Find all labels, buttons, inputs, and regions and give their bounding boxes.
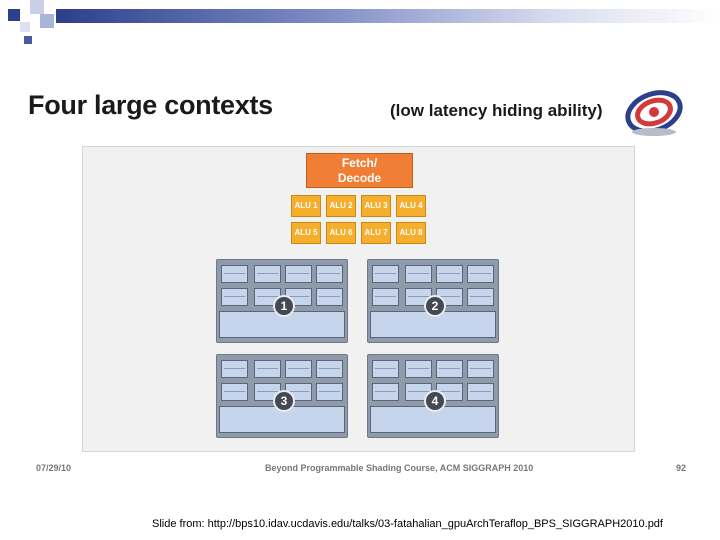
alu-block: ALU 7 (361, 222, 391, 244)
register-cell (467, 383, 494, 401)
corner-square-dark (24, 36, 32, 44)
register-cell (436, 360, 463, 378)
register-cell (221, 288, 248, 306)
context-block: 1 (216, 259, 348, 343)
register-cell (254, 265, 281, 283)
slide-title: Four large contexts (28, 90, 273, 120)
register-cell (221, 265, 248, 283)
alu-block: ALU 5 (291, 222, 321, 244)
register-cell (372, 360, 399, 378)
register-cell (285, 265, 312, 283)
alu-block: ALU 3 (361, 195, 391, 217)
register-cell (467, 265, 494, 283)
context-number: 4 (424, 390, 446, 412)
register-cell (316, 360, 343, 378)
corner-square-light (20, 22, 30, 32)
context-number: 2 (424, 295, 446, 317)
register-cell (467, 288, 494, 306)
context-number: 1 (273, 295, 295, 317)
alu-block: ALU 6 (326, 222, 356, 244)
fetch-decode-line1: Fetch/ (341, 156, 378, 170)
register-cell (372, 288, 399, 306)
register-cell (316, 383, 343, 401)
context-block: 2 (367, 259, 499, 343)
register-cell (372, 383, 399, 401)
fetch-decode-line2: Decode (337, 171, 382, 185)
register-cell (316, 265, 343, 283)
register-cell (405, 265, 432, 283)
source-citation: Slide from: http://bps10.idav.ucdavis.ed… (152, 518, 663, 530)
corner-square-light (40, 14, 54, 28)
register-cell (221, 383, 248, 401)
register-cell (254, 360, 281, 378)
corner-square-dark (8, 9, 20, 21)
corner-square-light (30, 0, 44, 14)
register-cell (221, 360, 248, 378)
alu-block: ALU 2 (326, 195, 356, 217)
context-number: 3 (273, 390, 295, 412)
alu-block: ALU 1 (291, 195, 321, 217)
fetch-decode-block: Fetch/ Decode (306, 153, 413, 188)
siggraph-logo-icon (625, 90, 683, 136)
slide-subtitle: (low latency hiding ability) (390, 101, 603, 120)
register-cell (285, 360, 312, 378)
context-block: 4 (367, 354, 499, 438)
footer-page-number: 92 (676, 463, 687, 473)
diagram-frame (82, 146, 635, 452)
footer-date: 07/29/10 (36, 463, 72, 473)
register-cell (405, 360, 432, 378)
register-cell (316, 288, 343, 306)
alu-block: ALU 4 (396, 195, 426, 217)
register-cell (467, 360, 494, 378)
footer-course: Beyond Programmable Shading Course, ACM … (265, 463, 534, 473)
alu-block: ALU 8 (396, 222, 426, 244)
register-cell (436, 265, 463, 283)
context-block: 3 (216, 354, 348, 438)
register-cell (372, 265, 399, 283)
header-bar (56, 9, 720, 23)
